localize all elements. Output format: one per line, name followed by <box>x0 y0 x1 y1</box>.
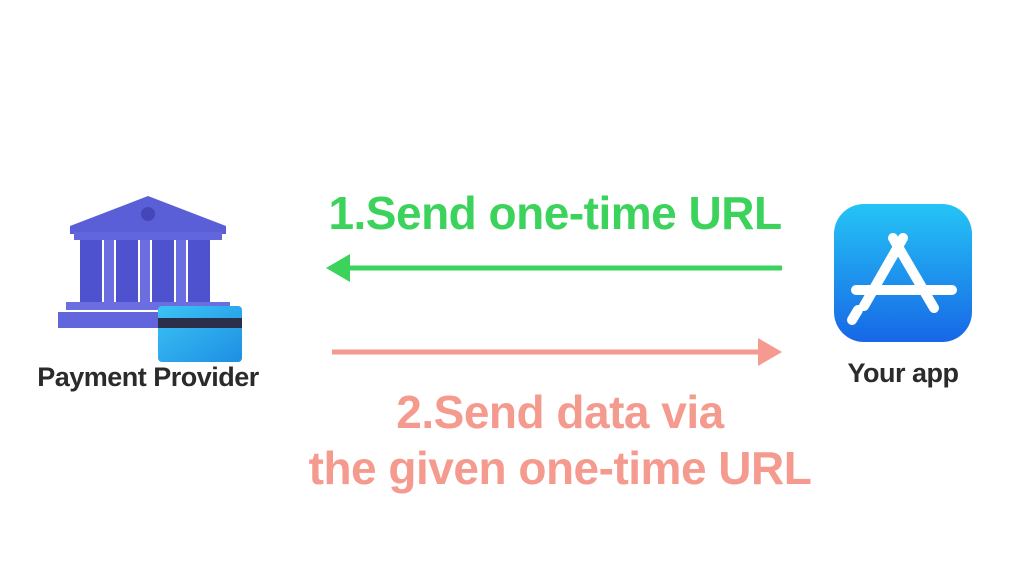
step1-arrow <box>326 254 782 282</box>
app-label: Your app <box>847 358 959 388</box>
app-store-icon <box>834 204 972 342</box>
step2-label-line1: 2.Send data via <box>396 386 724 438</box>
provider-label: Payment Provider <box>37 362 259 392</box>
step2-label: 2.Send data via the given one-time URL <box>240 384 880 496</box>
step2-label-line2: the given one-time URL <box>308 442 812 494</box>
step1-label: 1.Send one-time URL <box>328 187 782 239</box>
bank-with-card-icon <box>58 196 242 362</box>
step2-arrow <box>332 338 782 366</box>
